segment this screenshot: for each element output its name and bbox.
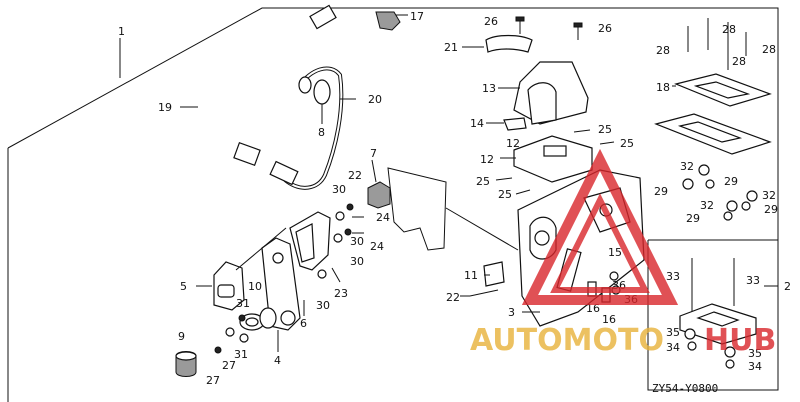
- label-7: 7: [370, 147, 377, 160]
- label-25a: 25: [598, 123, 612, 136]
- label-24a: 24: [376, 211, 390, 224]
- label-27a: 27: [222, 359, 236, 372]
- gasket-plate: [387, 167, 447, 251]
- label-1: 1: [118, 25, 125, 38]
- cover-bolts-28: [687, 18, 747, 70]
- label-27b: 27: [206, 374, 220, 387]
- label-30d: 30: [316, 299, 330, 312]
- label-20: 20: [368, 93, 382, 106]
- label-15: 15: [608, 246, 622, 259]
- assembly-frame-2: [647, 239, 779, 391]
- wire-harness-19: [194, 4, 337, 167]
- label-34b: 34: [748, 360, 762, 373]
- label-29a: 29: [724, 175, 738, 188]
- label-17: 17: [410, 10, 424, 23]
- label-32b: 32: [762, 189, 776, 202]
- label-8: 8: [318, 126, 325, 139]
- cover-plate-18: [674, 73, 772, 107]
- label-2: 2: [784, 280, 791, 293]
- label-13: 13: [482, 82, 496, 95]
- label-26b: 26: [598, 22, 612, 35]
- watermark: AUTOMOTO HUB: [470, 148, 776, 358]
- lever-assembly: [213, 211, 331, 331]
- label-16b: 16: [602, 313, 616, 326]
- label-28a: 28: [656, 44, 670, 57]
- label-32c: 32: [700, 199, 714, 212]
- label-31b: 31: [234, 348, 248, 361]
- nuts-washers: [682, 164, 758, 221]
- label-35a: 35: [666, 326, 680, 339]
- label-30b: 30: [350, 235, 364, 248]
- leader-lines: [180, 14, 676, 352]
- control-lever-body: [517, 169, 645, 327]
- label-31a: 31: [236, 297, 250, 310]
- label-25d: 25: [498, 188, 512, 201]
- label-18: 18: [656, 81, 670, 94]
- label-25b: 25: [620, 137, 634, 150]
- label-23: 23: [334, 287, 348, 300]
- label-19: 19: [158, 101, 172, 114]
- gasket-plate-right: [654, 113, 772, 155]
- sub-assembly-2-parts: [679, 258, 757, 369]
- label-33b: 33: [746, 274, 760, 287]
- label-14: 14: [470, 117, 484, 130]
- label-24b: 24: [370, 240, 384, 253]
- label-5: 5: [180, 280, 187, 293]
- label-32a: 32: [680, 160, 694, 173]
- label-29b: 29: [654, 185, 668, 198]
- label-11: 11: [464, 269, 478, 282]
- label-30c: 30: [350, 255, 364, 268]
- label-28d: 28: [762, 43, 776, 56]
- label-33a: 33: [666, 270, 680, 283]
- label-6: 6: [300, 317, 307, 330]
- grommets: [175, 11, 401, 377]
- label-21: 21: [444, 41, 458, 54]
- label-28b: 28: [722, 23, 736, 36]
- label-22a: 22: [348, 169, 362, 182]
- label-29d: 29: [686, 212, 700, 225]
- screws-top: [495, 16, 615, 195]
- watermark-word-2: HUB: [704, 323, 776, 358]
- label-3: 3: [508, 306, 515, 319]
- label-12b: 12: [480, 153, 494, 166]
- wire-harness-20: [269, 66, 344, 190]
- label-10: 10: [248, 280, 262, 293]
- diagram-code: ZY54-Y0800: [652, 382, 718, 395]
- label-28c: 28: [732, 55, 746, 68]
- assembly-frame-1: [7, 7, 779, 402]
- watermark-word-1: AUTOMOTO: [470, 323, 664, 358]
- label-16a: 16: [586, 302, 600, 315]
- label-4: 4: [274, 354, 281, 367]
- remote-control-housing: [485, 34, 593, 183]
- label-34a: 34: [666, 341, 680, 354]
- label-25c: 25: [476, 175, 490, 188]
- fasteners-left: [214, 203, 364, 354]
- label-29c: 29: [764, 203, 778, 216]
- label-30a: 30: [332, 183, 346, 196]
- label-26a: 26: [484, 15, 498, 28]
- label-12a: 12: [506, 137, 520, 150]
- label-22b: 22: [446, 291, 460, 304]
- label-35b: 35: [748, 347, 762, 360]
- label-9: 9: [178, 330, 185, 343]
